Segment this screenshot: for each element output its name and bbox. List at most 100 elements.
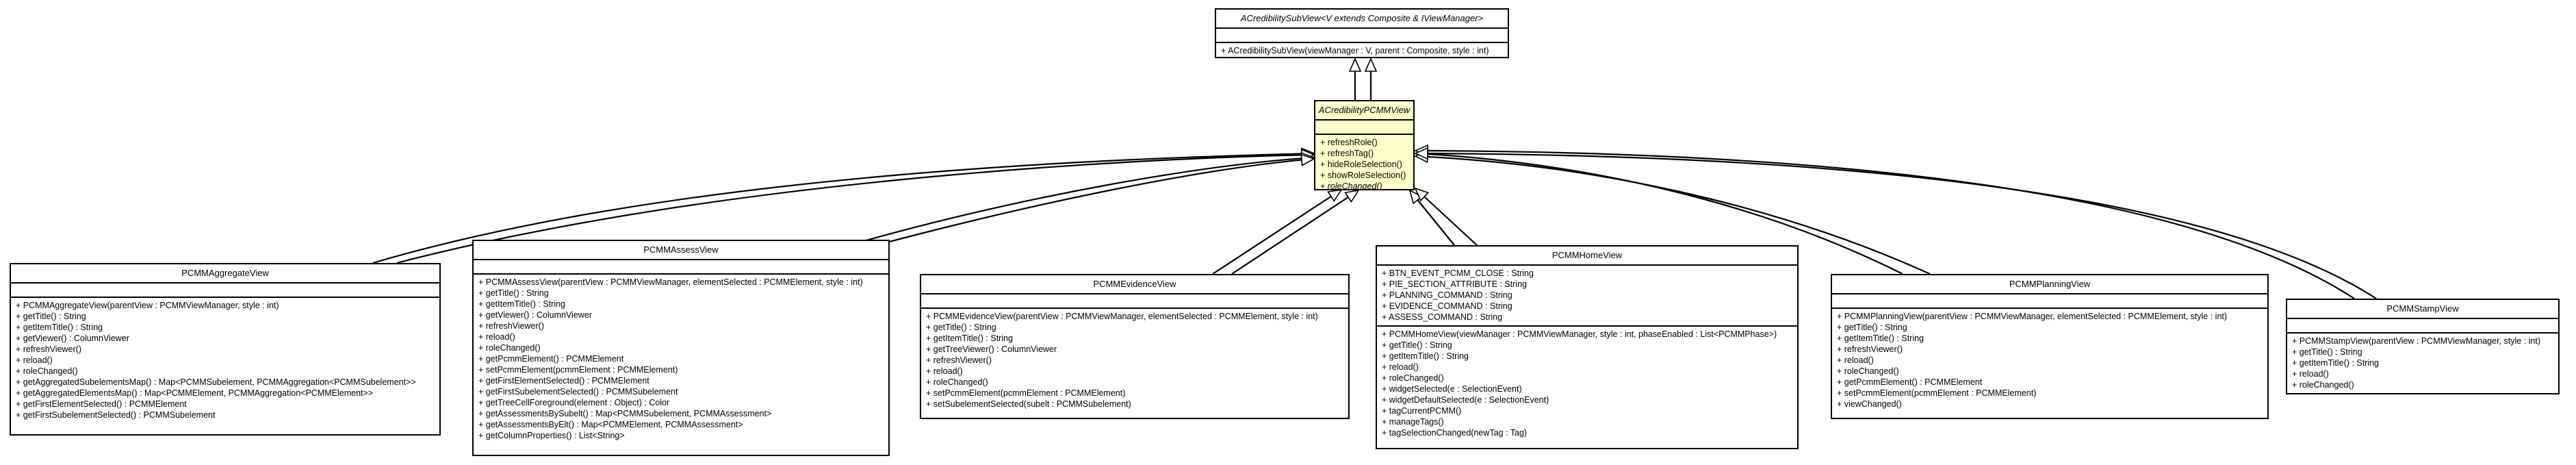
operation: + setPcmmElement(pcmmElement : PCMMEleme… [1837, 388, 2037, 398]
operations-section: + ACredibilitySubView(viewManager : V, p… [1216, 42, 1508, 57]
operation: + PCMMStampView(parentView : PCMMViewMan… [2292, 336, 2540, 346]
generalization-evidence-2 [1231, 190, 1358, 275]
operation: + PCMMEvidenceView(parentView : PCMMView… [926, 312, 1318, 321]
operations-section: + PCMMStampView(parentView : PCMMViewMan… [2287, 332, 2558, 393]
operation: + getFirstElementSelected() : PCMMElemen… [16, 399, 187, 409]
generalization-assess-2 [881, 159, 1314, 245]
operation: + getAggregatedSubelementsMap() : Map<PC… [16, 377, 416, 387]
operation: + getTitle() : String [1382, 340, 1452, 350]
operation: + getItemTitle() : String [16, 323, 103, 332]
operation: + getPcmmElement() : PCMMElement [1837, 377, 1983, 387]
operation: + PCMMAggregateView(parentView : PCMMVie… [16, 301, 279, 310]
operation: + setPcmmElement(pcmmElement : PCMMEleme… [478, 365, 678, 375]
operation: + getTitle() : String [16, 312, 86, 321]
operation: + getTitle() : String [1837, 323, 1907, 332]
operation: + refreshViewer() [926, 355, 992, 365]
operation: + reload() [478, 332, 515, 342]
class-pcmm-evidence-view: PCMMEvidenceView + PCMMEvidenceView(pare… [920, 274, 1350, 419]
generalization-planning-2 [1415, 156, 1931, 275]
attributes-section [1315, 119, 1413, 134]
generalization-assess-1 [858, 158, 1314, 244]
operation: + getTitle() : String [2292, 347, 2362, 357]
operation: + getItemTitle() : String [926, 334, 1014, 343]
operations-section: + PCMMPlanningView(parentView : PCMMView… [1832, 307, 2267, 412]
generalization-home-2 [1415, 188, 1478, 246]
class-name: ACredibilityPCMMView [1318, 105, 1411, 115]
operation: + refreshViewer() [478, 321, 544, 331]
operation: + reload() [1837, 355, 1874, 365]
operation: + widgetDefaultSelected(e : SelectionEve… [1382, 395, 1549, 405]
operation: + getTreeCellForeground(element : Object… [478, 398, 670, 407]
class-pcmm-assess-view: PCMMAssessView + PCMMAssessView(parentVi… [472, 240, 890, 456]
operation: + getColumnProperties() : List<String> [478, 431, 625, 440]
operation: + PCMMAssessView(parentView : PCMMViewMa… [478, 277, 863, 287]
generalization-evidence-1 [1212, 190, 1341, 275]
operations-section: + PCMMEvidenceView(parentView : PCMMView… [921, 307, 1348, 412]
operation: + reload() [2292, 369, 2329, 379]
attribute: + EVIDENCE_COMMAND : String [1382, 301, 1512, 311]
class-name: PCMMAssessView [643, 244, 719, 255]
class-pcmm-stamp-view: PCMMStampView + PCMMStampView(parentView… [2286, 299, 2560, 394]
operation: + roleChanged() [1382, 373, 1444, 383]
attribute: + BTN_EVENT_PCMM_CLOSE : String [1382, 268, 1534, 278]
operation: + manageTags() [1382, 417, 1444, 427]
operation: + roleChanged() [926, 377, 988, 387]
attribute: + PIE_SECTION_ATTRIBUTE : String [1382, 279, 1527, 289]
operations-section: + PCMMAggregateView(parentView : PCMMVie… [11, 297, 439, 423]
class-name: PCMMPlanningView [2009, 279, 2091, 289]
operation: + roleChanged() [1837, 366, 1899, 376]
attributes-section [474, 259, 888, 273]
operations-section: + refreshRole() + refreshTag() + hideRol… [1315, 134, 1413, 190]
generalization-aggregate-2 [396, 155, 1314, 264]
class-pcmm-aggregate-view: PCMMAggregateView + PCMMAggregateView(pa… [10, 263, 441, 436]
class-acredibility-sub-view: ACredibilitySubView<V extends Composite … [1215, 8, 1509, 58]
class-name: PCMMStampView [2386, 303, 2459, 314]
operation: + refreshRole() [1320, 138, 1378, 147]
operation: + setSubelementSelected(subelt : PCMMSub… [926, 399, 1131, 409]
operation: + getPcmmElement() : PCMMElement [478, 354, 624, 364]
attribute: + PLANNING_COMMAND : String [1382, 290, 1512, 300]
generalization-aggregate-1 [372, 153, 1314, 264]
attributes-section [2287, 318, 2558, 332]
attributes-section: + BTN_EVENT_PCMM_CLOSE : String + PIE_SE… [1377, 264, 1797, 325]
operation: + reload() [16, 355, 53, 365]
operation: + widgetSelected(e : SelectionEvent) [1382, 384, 1522, 394]
operation: + getFirstElementSelected() : PCMMElemen… [478, 376, 649, 386]
class-name: PCMMHomeView [1551, 250, 1623, 260]
operation: + getAssessmentsBySubelt() : Map<PCMMSub… [478, 409, 772, 418]
operation: + refreshTag() [1320, 149, 1374, 158]
attributes-section [11, 282, 439, 297]
class-pcmm-planning-view: PCMMPlanningView + PCMMPlanningView(pare… [1831, 274, 2269, 419]
operation: + getViewer() : ColumnViewer [478, 310, 592, 320]
attribute: + ASSESS_COMMAND : String [1382, 312, 1503, 322]
attributes-section [921, 293, 1348, 307]
operation: + getTreeViewer() : ColumnViewer [926, 344, 1057, 354]
operation: + getViewer() : ColumnViewer [16, 334, 129, 343]
operation: + getAssessmentsByElt() : Map<PCMMElemen… [478, 420, 743, 429]
operation: + getFirstSubelementSelected() : PCMMSub… [478, 387, 678, 397]
operation: + roleChanged() [1320, 181, 1382, 190]
class-name: PCMMAggregateView [181, 268, 269, 278]
operation: + getFirstSubelementSelected() : PCMMSub… [16, 410, 216, 420]
operation: + tagCurrentPCMM() [1382, 406, 1462, 416]
operation: + refreshViewer() [16, 344, 81, 354]
class-pcmm-home-view: PCMMHomeView + BTN_EVENT_PCMM_CLOSE : St… [1376, 245, 1799, 449]
operation: + refreshViewer() [1837, 344, 1903, 354]
operation: + roleChanged() [16, 366, 78, 376]
operation: + PCMMPlanningView(parentView : PCMMView… [1837, 312, 2228, 321]
operation: + getItemTitle() : String [478, 299, 566, 309]
operation: + reload() [926, 366, 963, 376]
operation: + roleChanged() [478, 343, 541, 353]
class-name: PCMMEvidenceView [1093, 279, 1176, 289]
operation: + ACredibilitySubView(viewManager : V, p… [1221, 46, 1489, 55]
operation: + getAggregatedElementsMap() : Map<PCMME… [16, 388, 374, 398]
operation: + getItemTitle() : String [1382, 351, 1469, 361]
operations-section: + PCMMAssessView(parentView : PCMMViewMa… [474, 273, 888, 444]
operation: + viewChanged() [1837, 399, 1902, 409]
operation: + showRoleSelection() [1320, 171, 1406, 180]
class-acredibility-pcmm-view: ACredibilityPCMMView + refreshRole() + r… [1314, 100, 1415, 190]
operation: + roleChanged() [2292, 380, 2354, 390]
operation: + PCMMHomeView(viewManager : PCMMViewMan… [1382, 329, 1777, 339]
attributes-section [1216, 27, 1508, 42]
operation: + getItemTitle() : String [1837, 334, 1924, 343]
